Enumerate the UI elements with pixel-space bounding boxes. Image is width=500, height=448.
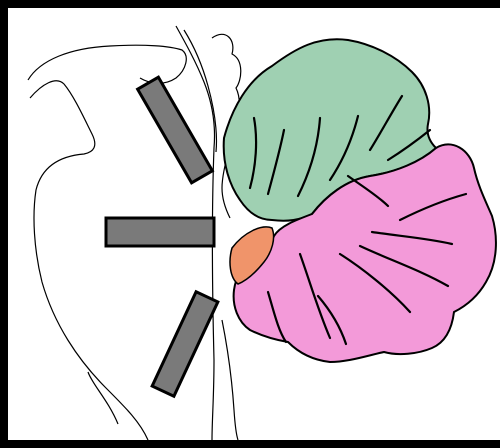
bar-middle xyxy=(106,218,214,246)
